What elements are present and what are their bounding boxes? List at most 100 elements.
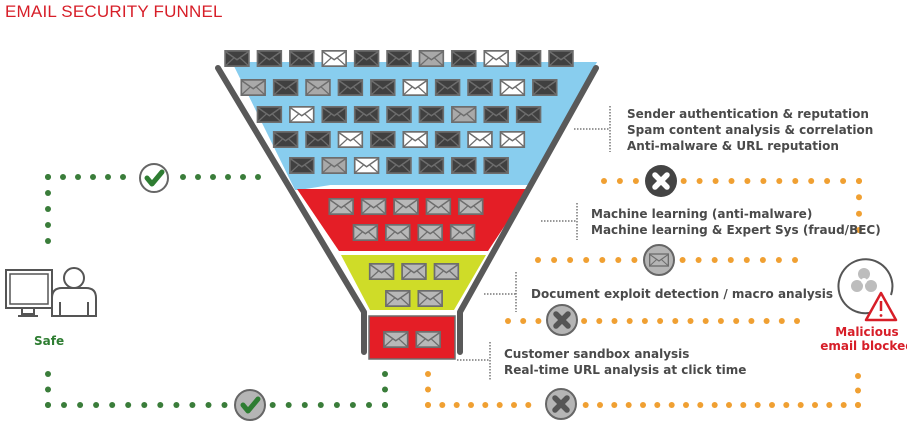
blocked-path-1-dot	[840, 178, 847, 184]
safe-path-bottom-dot	[157, 402, 164, 408]
safe-path-bottom-left-dot	[45, 371, 51, 377]
email-icon-stage2-r2-1	[352, 224, 379, 241]
safe-path-bottom-dot	[125, 402, 132, 408]
blocked-path-3-dot	[778, 318, 785, 324]
blocked-path-1-dot	[712, 178, 719, 184]
email-icon-stage1-r1-5	[353, 50, 380, 67]
safe-path-top-dot	[105, 174, 111, 180]
email-icon-stage1-r4-6	[434, 131, 461, 148]
email-icon-stage1-r5-6	[451, 157, 477, 174]
email-icon-stage1-r3-4	[353, 106, 380, 123]
label-ml-anti-malware: Machine learning (anti-malware)	[591, 207, 813, 221]
safe-path-bottom-dot	[269, 402, 276, 408]
email-icon-stage1-r1-3	[289, 50, 315, 67]
label-document-exploit: Document exploit detection / macro analy…	[531, 287, 834, 301]
user-computer-icon	[5, 267, 97, 317]
safe-path-top-dot	[60, 174, 66, 180]
funnel-wall-left	[215, 65, 367, 355]
safe-path-top-dot	[90, 174, 96, 180]
envelope-circle-icon	[643, 244, 675, 276]
safe-path-bottom-dot	[333, 402, 340, 408]
funnel-wall-right	[457, 65, 599, 355]
email-icon-stage1-r4-4	[370, 131, 396, 148]
email-icon-stage1-r1-2	[256, 50, 283, 67]
email-icon-stage1-r5-1	[289, 157, 315, 174]
safe-path-left-dot	[45, 238, 51, 244]
email-icon-stage1-r1-8	[451, 50, 477, 67]
email-icon-stage1-r2-1	[240, 79, 266, 96]
biohazard-warning-icon	[837, 258, 898, 322]
blocked-path-1-dot	[696, 178, 703, 184]
email-icon-stage1-r5-5	[418, 157, 445, 174]
blocked-path-1-dot	[744, 178, 751, 184]
email-icon-stage1-r3-2	[289, 106, 315, 123]
blocked-path-4-right-dot	[855, 373, 861, 379]
x-circle-gray-icon-stage3	[546, 304, 578, 336]
blocked-path-4-dot	[453, 402, 460, 408]
safe-path-bottom-dot	[77, 402, 84, 408]
blocked-path-2-dot	[711, 257, 718, 263]
email-icon-stage1-r3-3	[321, 106, 347, 123]
blocked-path-2-dot	[695, 257, 702, 263]
email-icon-stage1-r2-6	[402, 79, 428, 96]
blocked-path-3-dot	[657, 318, 664, 324]
email-icon-stage3-r2-2	[417, 290, 443, 307]
check-icon-top	[139, 163, 169, 193]
blocked-path-4-dot	[726, 402, 732, 408]
email-icon-stage1-r1-11	[548, 50, 574, 67]
blocked-path-2-dot	[567, 257, 574, 263]
blocked-path-3-dot	[641, 318, 648, 324]
blocked-path-4-dot	[783, 402, 790, 408]
blocked-path-1-down-dot	[856, 194, 862, 201]
email-icon-stage2-r2-2	[385, 224, 411, 241]
blocked-path-4-dot	[625, 402, 632, 408]
email-icon-stage2-r1-1	[328, 198, 354, 215]
safe-path-bottom-dot	[301, 402, 308, 408]
blocked-path-3-dot	[748, 318, 755, 324]
email-icon-stage1-r4-7	[467, 131, 493, 148]
safe-path-bottom-right-dot	[382, 402, 388, 408]
email-icon-stage3-r2-1	[385, 290, 411, 307]
blocked-path-4-dot	[668, 402, 675, 408]
blocked-path-3-dot	[520, 318, 527, 324]
email-icon-stage1-r3-7	[451, 106, 477, 123]
blocked-path-2-dot	[599, 257, 606, 263]
blocked-label-line1: Malicious	[835, 325, 899, 339]
email-icon-stage1-r2-2	[272, 79, 299, 96]
safe-path-top-dot	[120, 174, 126, 180]
label-anti-malware-url: Anti-malware & URL reputation	[627, 139, 839, 153]
safe-path-bottom-dot	[61, 402, 67, 408]
blocked-path-1-dot	[616, 178, 623, 184]
blocked-path-4-dot	[439, 402, 446, 408]
label-ml-expert-sys: Machine learning & Expert Sys (fraud/BEC…	[591, 223, 881, 237]
blocked-path-1-dot	[808, 178, 815, 184]
blocked-path-4-dot	[611, 402, 618, 408]
email-icon-stage1-r3-1	[256, 106, 283, 123]
x-circle-gray-icon-stage4	[545, 388, 577, 420]
blocked-path-4-dot	[769, 402, 775, 408]
email-icon-stage1-r2-3	[305, 79, 331, 96]
email-icon-stage1-r4-3	[337, 131, 364, 148]
safe-path-top-dot	[255, 174, 261, 180]
safe-path-top-dot	[195, 174, 201, 180]
blocked-path-2-dot	[792, 257, 798, 263]
blocked-path-4-dot	[597, 402, 603, 408]
blocked-path-3-dot	[794, 318, 800, 324]
blocked-path-1-dot	[792, 178, 799, 184]
safe-label: Safe	[34, 334, 65, 348]
email-icon-stage3-r1-2	[401, 263, 427, 280]
email-icon-stage2-r2-4	[449, 224, 476, 241]
safe-path-bottom-dot	[141, 402, 148, 408]
blocked-path-2-dot	[615, 257, 622, 263]
safe-path-left-dot	[45, 206, 51, 212]
safe-path-left-dot	[45, 222, 51, 228]
blocked-path-1-down-dot	[856, 227, 862, 233]
blocked-path-3-dot	[717, 318, 724, 324]
email-icon-stage3-r1-3	[433, 263, 460, 280]
safe-path-top-dot	[210, 174, 216, 180]
safe-path-bottom-dot	[221, 402, 228, 408]
email-icon-stage1-r4-1	[272, 131, 299, 148]
blocked-path-2-dot	[743, 257, 750, 263]
blocked-path-3-dot	[733, 318, 740, 324]
